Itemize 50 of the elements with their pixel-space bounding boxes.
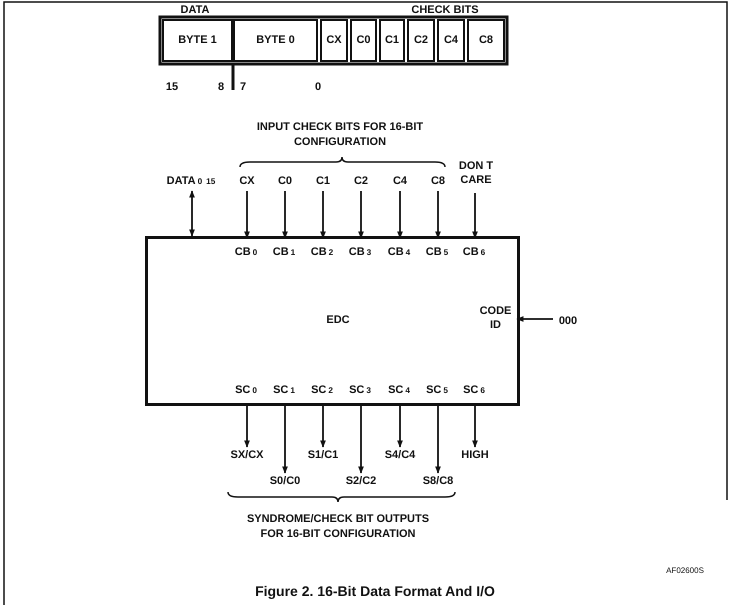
- signal-label: CX: [232, 174, 262, 190]
- block-name: EDC: [325, 314, 351, 328]
- arrow: [189, 190, 195, 237]
- register-field: C2: [407, 19, 435, 62]
- arrow: [435, 404, 441, 474]
- register-field: C0: [350, 19, 377, 62]
- signal-label: C0: [270, 174, 300, 190]
- figure-code: AF02600S: [665, 566, 705, 577]
- signal-label: S1/C1: [297, 448, 349, 464]
- arrow: [320, 191, 326, 239]
- register-field: C1: [379, 19, 405, 62]
- field-group-label: DATA: [180, 3, 210, 18]
- arrow: [516, 316, 553, 322]
- signal-label: HIGH: [449, 448, 501, 464]
- signal-label: S4/C4: [374, 448, 426, 464]
- signal-label: 000: [553, 313, 583, 331]
- register-field: BYTE 1: [162, 19, 233, 62]
- register-field: CX: [320, 19, 348, 62]
- bit-number: 7: [238, 80, 248, 95]
- register-field: BYTE 0: [233, 19, 318, 62]
- arrow: [244, 404, 250, 448]
- arrow: [435, 191, 441, 239]
- arrow: [472, 404, 478, 448]
- signal-label: S0/C0: [259, 474, 311, 490]
- signal-label: S8/C8: [412, 474, 464, 490]
- bit-number: 15: [164, 80, 180, 95]
- pin-label: CODE ID: [474, 301, 517, 337]
- arrow: [358, 404, 364, 474]
- arrow: [244, 191, 250, 239]
- arrow: [320, 404, 326, 448]
- signal-label: C1: [308, 174, 338, 190]
- field-group-label: CHECK BITS: [410, 3, 480, 18]
- arrow: [397, 191, 403, 239]
- arrow: [397, 404, 403, 448]
- bit-number: 8: [216, 80, 226, 95]
- signal-label: C4: [385, 174, 415, 190]
- register-field: C8: [467, 19, 505, 62]
- group-caption: INPUT CHECK BITS FOR 16-BIT CONFIGURATION: [256, 120, 424, 150]
- signal-label: C2: [346, 174, 376, 190]
- arrow: [472, 193, 478, 239]
- arrow: [358, 191, 364, 239]
- group-caption: SYNDROME/CHECK BIT OUTPUTS FOR 16-BIT CONFIGURATION: [246, 512, 430, 542]
- figure-caption: Figure 2. 16-Bit Data Format And I/O: [254, 582, 496, 601]
- bit-number: 0: [314, 80, 322, 95]
- arrow: [282, 404, 288, 474]
- signal-label: S2/C2: [335, 474, 387, 490]
- edc-block: [145, 236, 520, 406]
- register-field: C4: [437, 19, 465, 62]
- arrow: [282, 191, 288, 239]
- signal-label: SX/CX: [221, 448, 273, 464]
